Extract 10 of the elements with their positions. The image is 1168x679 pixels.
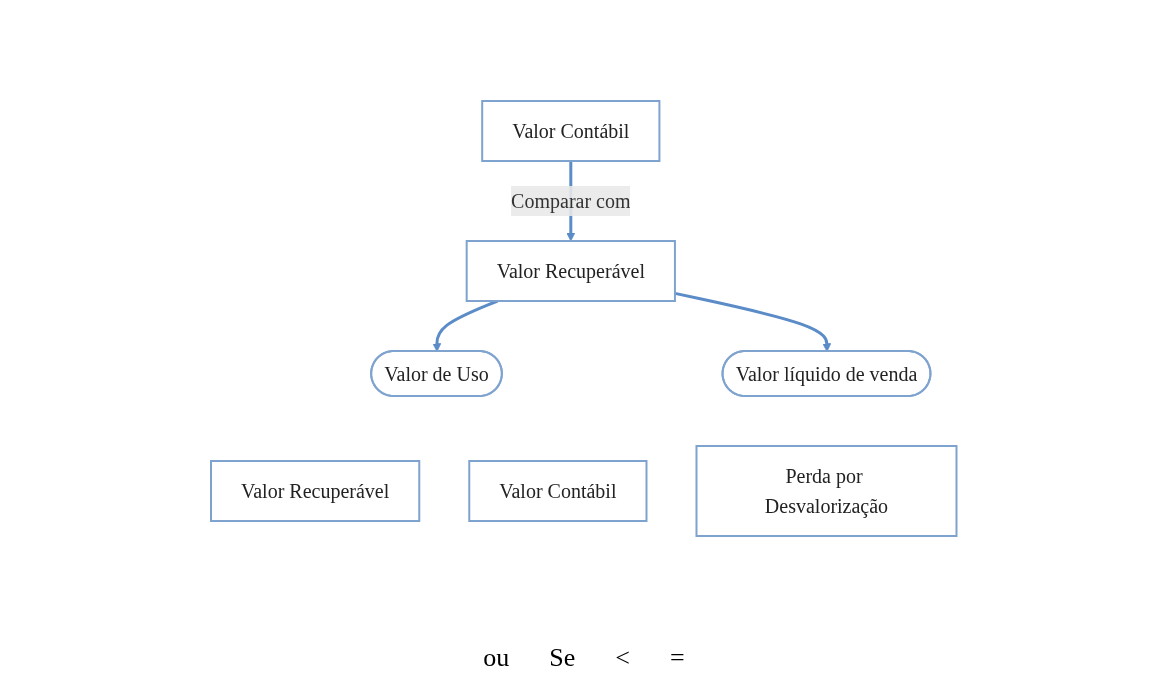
node-box: Valor Recuperável (210, 460, 421, 522)
edge-label: Comparar com (511, 190, 631, 212)
note-text: < (615, 643, 630, 673)
note-text: = (670, 643, 685, 673)
note-text: Se (549, 643, 576, 673)
note-text: ou (483, 643, 510, 673)
node-box: Valor Recuperável (465, 240, 677, 302)
node-box: Valor Contábil (468, 460, 648, 522)
node-box: Valor Contábil (481, 100, 661, 162)
node-box: Perda por Desvalorização (695, 445, 958, 537)
